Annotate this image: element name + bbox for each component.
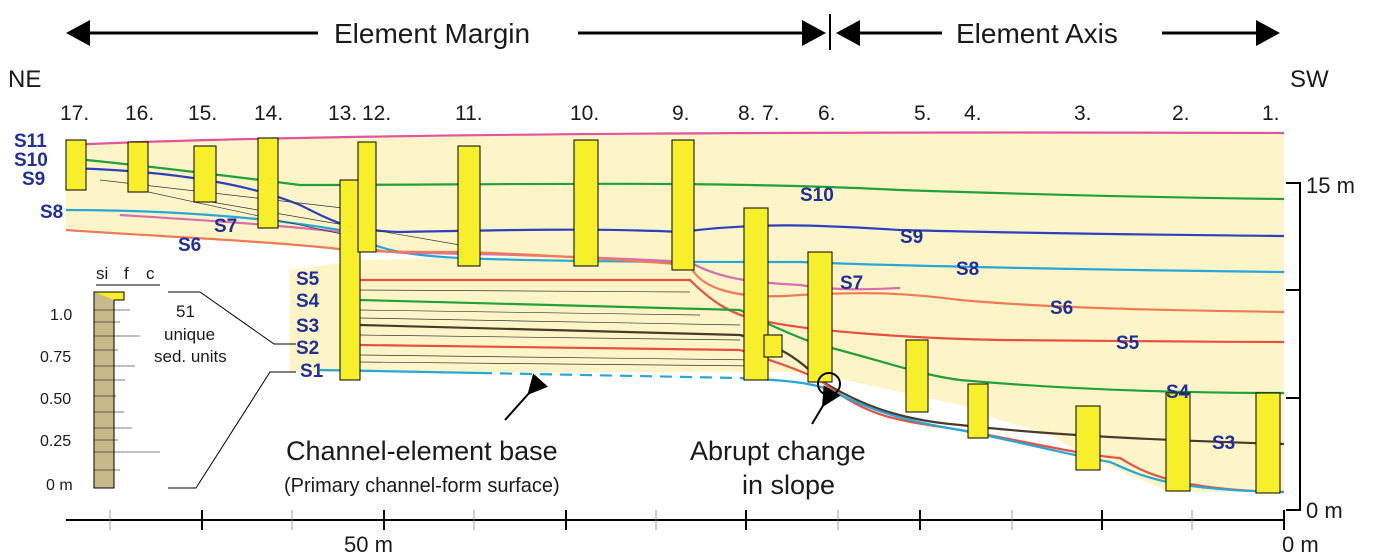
surface-label-s8-right: S8 (956, 259, 979, 280)
column-15 (193, 145, 217, 203)
column-13 (339, 179, 361, 381)
surface-label-s4-right: S4 (1166, 382, 1190, 403)
legend-tick-0-25: 0.25 (40, 433, 71, 450)
section-number-1: 1. (1262, 102, 1280, 125)
section-number-16: 16. (125, 102, 154, 125)
section-number-13: 13. (328, 102, 357, 125)
surface-label-s2: S2 (296, 338, 319, 359)
section-number-9: 9. (672, 102, 690, 125)
section-number-7: 7. (762, 102, 780, 125)
surface-label-s8: S8 (40, 202, 63, 223)
element-axis-arrow (836, 20, 1280, 46)
surface-label-s9: S9 (22, 169, 45, 190)
surface-label-s10-right: S10 (800, 185, 834, 206)
section-number-5: 5. (914, 102, 932, 125)
surface-label-s7: S7 (214, 216, 237, 237)
section-numbers: 17. 16. 15. 14. 13. 12. 11. 10. 9. 8. 7.… (60, 102, 1280, 125)
slope-pointer-arrow (811, 385, 841, 425)
legend-column: si f c 1.0 0.75 0.50 0.25 0 m 51 unique … (40, 264, 296, 494)
column-14 (257, 137, 279, 229)
channel-base-subtitle: (Primary channel-form surface) (284, 475, 560, 497)
horizontal-scale-left: 50 m (344, 532, 393, 557)
column-12 (357, 141, 377, 253)
legend-tick-0-50: 0.50 (40, 391, 71, 408)
surface-label-s11: S11 (14, 131, 47, 152)
section-columns (65, 137, 1281, 494)
section-number-6: 6. (818, 102, 836, 125)
section-number-8: 8. (738, 102, 756, 125)
surface-label-s5: S5 (296, 269, 320, 290)
surface-label-s9-right: S9 (900, 227, 923, 248)
sw-label: SW (1290, 66, 1329, 93)
element-margin-label: Element Margin (334, 18, 530, 49)
legend-tick-1-0: 1.0 (50, 307, 72, 324)
column-11 (457, 145, 481, 267)
surface-label-s5-right: S5 (1116, 333, 1140, 354)
surface-label-s3: S3 (296, 316, 319, 337)
element-margin-arrow (66, 20, 826, 46)
column-5 (905, 339, 929, 413)
surface-s1-dashed (479, 371, 741, 380)
slope-change-line1: Abrupt change (690, 436, 866, 466)
column-2 (1165, 392, 1191, 492)
column-17 (65, 139, 87, 191)
section-number-12: 12. (362, 102, 391, 125)
surface-label-s4: S4 (296, 291, 320, 312)
horizontal-scale-right: 0 m (1282, 532, 1319, 557)
channel-base-title: Channel-element base (286, 436, 558, 466)
section-number-14: 14. (254, 102, 283, 125)
base-pointer-arrow (504, 373, 549, 421)
surface-label-s3-right: S3 (1212, 433, 1235, 454)
legend-column-body (93, 291, 115, 489)
slope-change-line2: in slope (742, 470, 835, 500)
surface-s11-line (65, 131, 1285, 147)
legend-note-unique: unique (164, 325, 215, 344)
vertical-scale (1286, 182, 1301, 511)
section-number-17: 17. (60, 102, 89, 125)
surface-label-s10: S10 (14, 150, 48, 171)
legend-grain-c: c (146, 264, 155, 283)
section-number-10: 10. (570, 102, 599, 125)
legend-note-count: 51 (176, 302, 195, 321)
column-9 (671, 139, 695, 271)
surface-label-s7-right: S7 (840, 273, 863, 294)
legend-tick-0-75: 0.75 (40, 349, 71, 366)
section-number-2: 2. (1172, 102, 1190, 125)
legend-note-units: sed. units (154, 347, 227, 366)
column-7 (763, 334, 783, 358)
column-16 (127, 141, 149, 193)
section-number-15: 15. (188, 102, 217, 125)
element-axis-label: Element Axis (956, 18, 1118, 49)
surface-labels: S11 S10 S9 S8 S7 S6 S5 S4 S3 S2 S1 S10 S… (14, 131, 1235, 454)
legend-grain-si: si (96, 264, 108, 283)
column-4 (967, 383, 989, 439)
horizontal-scale (66, 510, 1285, 530)
legend-grain-f: f (124, 264, 129, 283)
surface-label-s6: S6 (178, 235, 201, 256)
surface-label-s1: S1 (300, 361, 324, 382)
column-3 (1075, 405, 1101, 471)
column-1 (1255, 392, 1281, 494)
section-number-11: 11. (455, 102, 483, 125)
section-number-4: 4. (964, 102, 982, 125)
vertical-scale-top: 15 m (1306, 173, 1355, 198)
legend-tick-0: 0 m (46, 477, 73, 494)
surface-label-s6-right: S6 (1050, 298, 1073, 319)
column-6 (807, 251, 833, 383)
surface-s4-line (359, 298, 1285, 395)
surface-s3-line (359, 323, 1285, 446)
vertical-scale-bottom: 0 m (1306, 498, 1343, 523)
column-10 (573, 139, 599, 267)
section-number-3: 3. (1074, 102, 1092, 125)
ne-label: NE (8, 66, 41, 93)
